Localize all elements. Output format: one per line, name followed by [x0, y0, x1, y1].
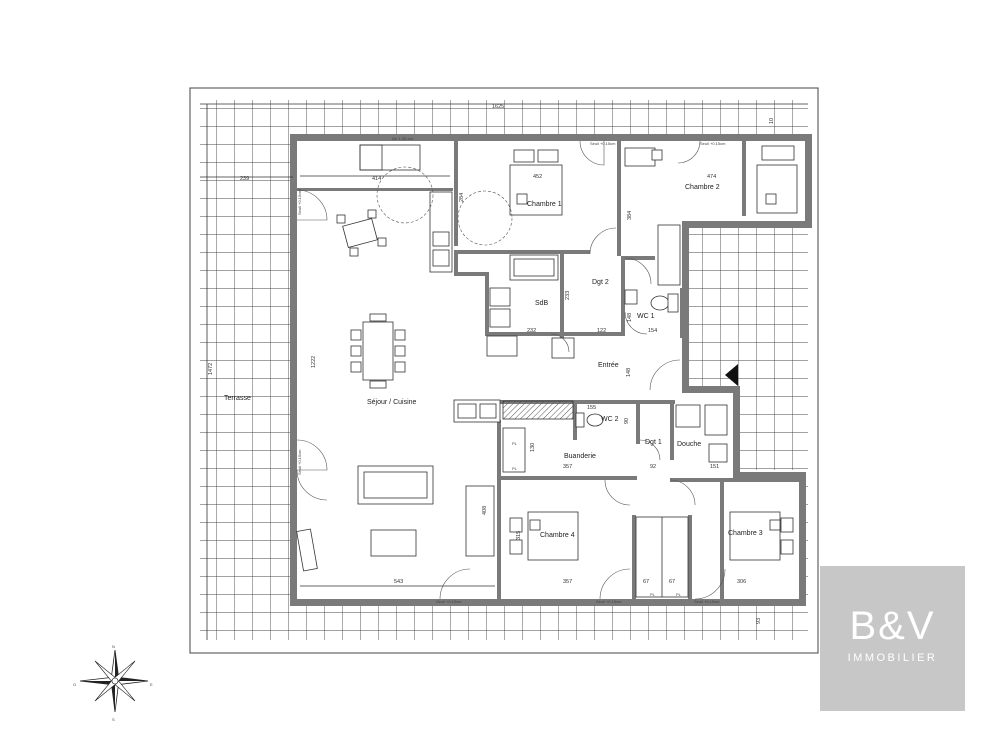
- dim-douche-width: 151: [710, 464, 719, 470]
- dim-chambre2-depth: 384: [627, 211, 633, 220]
- dim-dgt2-width: 122: [597, 328, 606, 334]
- dim-left-height: 1472: [208, 363, 214, 375]
- wc1-fixture: [624, 289, 679, 313]
- closets: [635, 516, 689, 598]
- label-buanderie: Buanderie: [564, 453, 596, 460]
- note-2: Seuil +0.15cm: [590, 141, 616, 146]
- bed-chambre4: [509, 511, 579, 561]
- closet-mark-4: PL: [512, 441, 518, 446]
- sheet-frame: [189, 87, 819, 654]
- dim-terrace-width: 239: [240, 176, 249, 182]
- dim-bottom-margin: 93: [756, 618, 762, 624]
- closet-mark-3: PL: [512, 466, 518, 471]
- shower-fixture: [675, 404, 728, 463]
- dim-wc1-height: 148: [627, 313, 633, 322]
- laundry-fixture: [502, 427, 526, 473]
- dim-buanderie-height: 130: [530, 443, 536, 452]
- wc2-fixture: [575, 412, 604, 428]
- compass-rose-icon: [79, 649, 149, 713]
- dining-table-large: [350, 313, 406, 389]
- bed-chambre3: [729, 511, 794, 561]
- dim-sejour-height: 1222: [311, 356, 317, 368]
- dim-wc2-height: 90: [624, 418, 630, 424]
- dim-buanderie-width: 357: [563, 464, 572, 470]
- note-1: All: 1.35 cm: [392, 136, 414, 141]
- compass-o: O: [73, 682, 76, 687]
- note-5: Seuil +0.15cm: [297, 449, 302, 475]
- dim-chambre4-height: 315: [516, 531, 522, 540]
- kitchen-island: [453, 399, 574, 423]
- dining-table-small: [336, 209, 387, 257]
- label-sejour: Séjour / Cuisine: [367, 399, 417, 406]
- note-4: Seuil +0.15cm: [297, 189, 302, 215]
- label-dgt1: Dgt 1: [645, 439, 662, 446]
- label-chambre2: Chambre 2: [685, 184, 720, 191]
- dim-closet-a: 67: [643, 579, 649, 585]
- label-terrasse: Terrasse: [224, 395, 251, 402]
- dim-chambre4-width: 357: [563, 579, 572, 585]
- logo-brand: B&V: [849, 604, 936, 648]
- dim-wc2-width: 155: [587, 405, 596, 411]
- dim-sejour-bottom: 543: [394, 579, 403, 585]
- entrance-arrow-icon: [725, 364, 738, 386]
- dim-sdb-width: 232: [527, 328, 536, 334]
- note-6: Seuil +0.15cm: [436, 599, 462, 604]
- dimension-lines: [200, 103, 808, 640]
- label-wc1: WC 1: [637, 313, 655, 320]
- door-swings: [296, 140, 726, 600]
- dim-chambre2-width: 474: [707, 174, 716, 180]
- note-8: Seuil +0.15cm: [694, 599, 720, 604]
- label-dgt2: Dgt 2: [592, 279, 609, 286]
- dim-top-width: 1625: [492, 104, 504, 110]
- dim-entree-height: 148: [626, 368, 632, 377]
- label-douche: Douche: [677, 441, 701, 448]
- dim-right-margin: 10: [769, 118, 775, 124]
- closet-mark-1: PL: [650, 592, 656, 597]
- sofa: [296, 465, 495, 572]
- dim-wc1-width: 154: [648, 328, 657, 334]
- label-wc2: WC 2: [601, 416, 619, 423]
- dim-chambre1-width: 452: [533, 174, 542, 180]
- dim-closet-b: 67: [669, 579, 675, 585]
- compass-e: E: [150, 682, 153, 687]
- bed-chambre2: [624, 145, 798, 286]
- dim-dgt1-width: 92: [650, 464, 656, 470]
- note-7: Seuil +0.15cm: [596, 599, 622, 604]
- bed-chambre1: [457, 149, 563, 246]
- logo-subtitle: IMMOBILIER: [847, 652, 938, 664]
- note-3: Seuil +0.15cm: [700, 141, 726, 146]
- kitchen-units: [359, 144, 453, 273]
- closet-mark-2: PL: [676, 592, 682, 597]
- label-chambre3: Chambre 3: [728, 530, 763, 537]
- label-entree: Entrée: [598, 362, 619, 369]
- dim-sejour-width: 414: [372, 176, 381, 182]
- agency-logo: B&V IMMOBILIER: [820, 566, 965, 711]
- dim-sofa-depth: 408: [482, 506, 488, 515]
- dim-chambre3-width: 306: [737, 579, 746, 585]
- label-chambre4: Chambre 4: [540, 532, 575, 539]
- label-chambre1: Chambre 1: [527, 201, 562, 208]
- bathroom-fixtures: [486, 254, 575, 359]
- label-sdb: SdB: [535, 300, 549, 307]
- compass-s: S: [112, 717, 115, 722]
- dim-sdb-height: 233: [565, 291, 571, 300]
- compass-n: N: [112, 644, 115, 649]
- dim-chambre1-depth: 284: [459, 193, 465, 202]
